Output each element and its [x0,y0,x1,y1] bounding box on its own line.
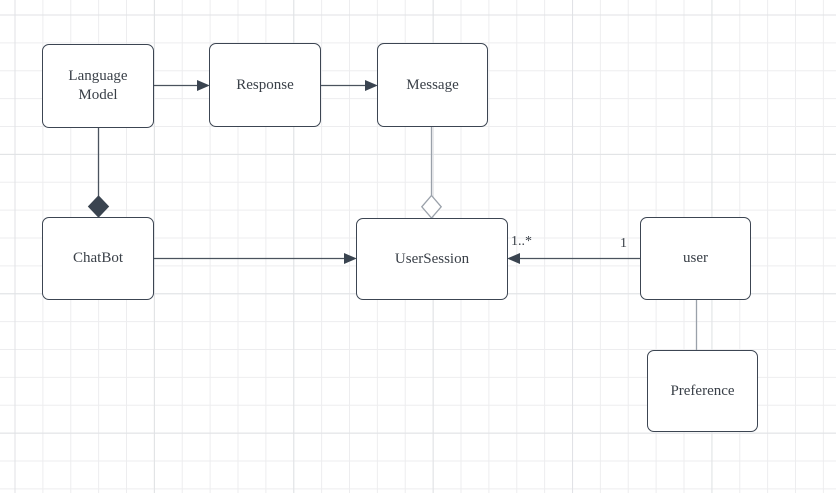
node-label: user [683,250,708,267]
edge-response-message[interactable] [320,80,378,91]
node-preference[interactable]: Preference [647,350,758,432]
arrowhead-right-icon [197,80,210,91]
edge-languagemodel-response[interactable] [154,80,210,91]
node-response[interactable]: Response [209,43,321,127]
arrowhead-right-icon [365,80,378,91]
node-usersession[interactable]: UserSession [356,218,508,300]
node-label: Response [236,76,294,93]
edge-message-usersession[interactable] [420,127,443,219]
edge-user-usersession[interactable] [507,253,641,264]
node-message[interactable]: Message [377,43,488,127]
edge-languagemodel-chatbot[interactable] [87,128,110,218]
arrowhead-left-icon [507,253,520,264]
multiplicity-label-usersession: 1..* [511,234,532,249]
node-label: Message [406,76,459,93]
node-label: ChatBot [72,250,123,267]
node-label: Preference [670,382,735,399]
multiplicity-label-user: 1 [620,236,627,251]
arrowhead-right-icon [344,253,357,264]
node-label: UserSession [394,250,470,267]
composition-diamond-icon [87,195,110,218]
edge-chatbot-usersession[interactable] [154,253,357,264]
aggregation-diamond-icon [420,194,443,219]
node-chatbot[interactable]: ChatBot [42,217,154,300]
node-label: Language Model [68,68,128,103]
node-user[interactable]: user [640,217,751,300]
node-language-model[interactable]: Language Model [42,44,154,128]
